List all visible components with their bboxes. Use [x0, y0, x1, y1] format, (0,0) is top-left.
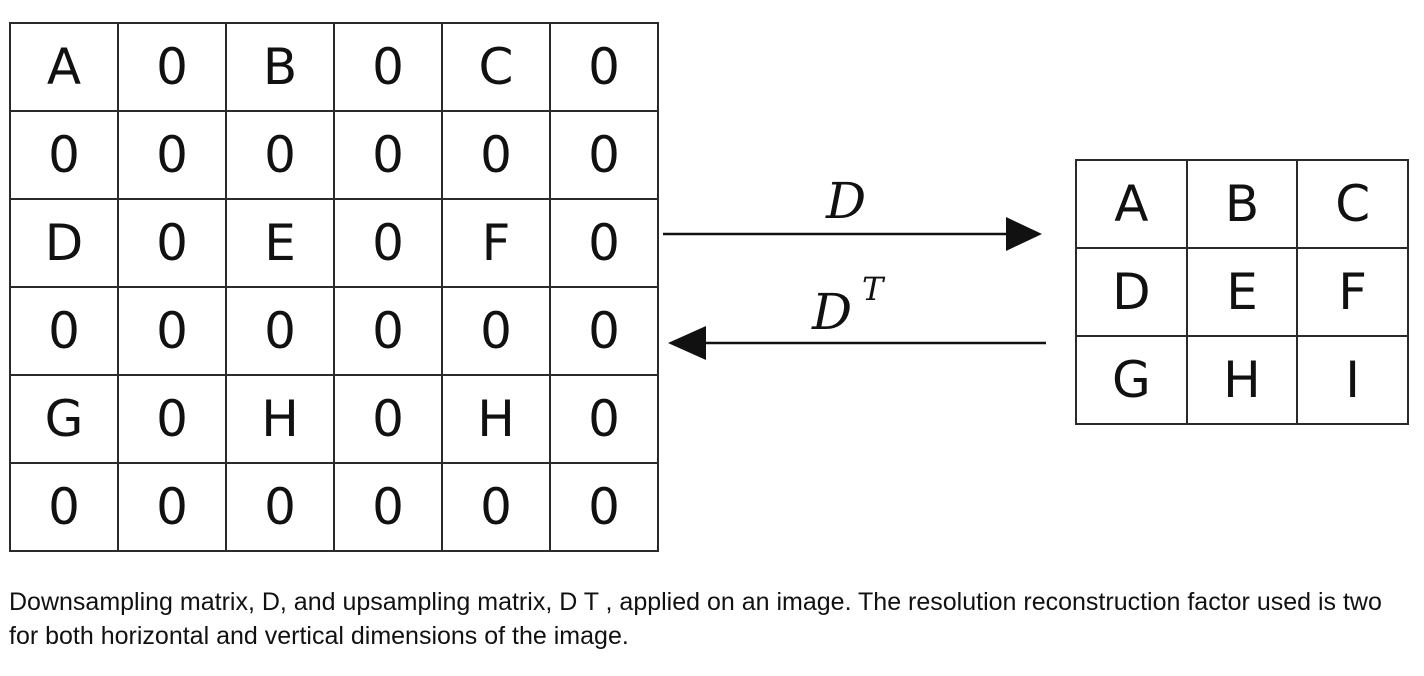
matrix-row: G 0 H 0 H 0 — [9, 374, 659, 464]
matrix-cell: A — [9, 22, 119, 112]
matrix-cell: B — [1185, 159, 1299, 249]
matrix-row: G H I — [1075, 335, 1409, 425]
matrix-cell: G — [1075, 335, 1188, 425]
matrix-cell: 0 — [117, 198, 227, 288]
matrix-cell: 0 — [549, 286, 659, 376]
matrix-cell: 0 — [441, 286, 551, 376]
matrix-cell: 0 — [333, 198, 443, 288]
matrix-row: D 0 E 0 F 0 — [9, 198, 659, 288]
backward-arrow-head — [668, 326, 706, 360]
matrix-cell: D — [9, 198, 119, 288]
matrix-cell: 0 — [549, 198, 659, 288]
matrix-cell: B — [225, 22, 335, 112]
matrix-row: 0 0 0 0 0 0 — [9, 286, 659, 376]
matrix-cell: 0 — [333, 374, 443, 464]
matrix-cell: 0 — [441, 462, 551, 552]
matrix-cell: 0 — [117, 374, 227, 464]
forward-arrow-label: D — [825, 172, 866, 230]
matrix-row: A 0 B 0 C 0 — [9, 22, 659, 112]
backward-arrow-label: D — [811, 283, 852, 341]
figure-caption: Downsampling matrix, D, and upsampling m… — [9, 588, 1382, 650]
backward-arrow-superscript: T — [862, 270, 886, 308]
matrix-cell: 0 — [9, 462, 119, 552]
matrix-cell: 0 — [9, 110, 119, 200]
matrix-cell: 0 — [225, 286, 335, 376]
matrix-cell: H — [225, 374, 335, 464]
matrix-cell: 0 — [333, 110, 443, 200]
matrix-cell: 0 — [333, 286, 443, 376]
matrix-cell: 0 — [117, 22, 227, 112]
matrix-cell: 0 — [441, 110, 551, 200]
matrix-cell: A — [1075, 159, 1188, 249]
matrix-cell: 0 — [225, 110, 335, 200]
matrix-cell: F — [441, 198, 551, 288]
matrix-cell: E — [1185, 247, 1299, 337]
matrix-cell: 0 — [333, 22, 443, 112]
matrix-cell: 0 — [333, 462, 443, 552]
large-matrix: A 0 B 0 C 0 0 0 0 0 0 0 D 0 E 0 F 0 0 0 … — [9, 22, 659, 552]
matrix-cell: 0 — [549, 462, 659, 552]
small-matrix: A B C D E F G H I — [1075, 159, 1409, 425]
matrix-cell: E — [225, 198, 335, 288]
matrix-cell: F — [1296, 247, 1409, 337]
matrix-row: 0 0 0 0 0 0 — [9, 110, 659, 200]
matrix-row: A B C — [1075, 159, 1409, 249]
matrix-cell: 0 — [549, 110, 659, 200]
matrix-cell: 0 — [9, 286, 119, 376]
matrix-cell: 0 — [549, 22, 659, 112]
matrix-cell: 0 — [117, 462, 227, 552]
matrix-row: 0 0 0 0 0 0 — [9, 462, 659, 552]
matrix-cell: 0 — [225, 462, 335, 552]
matrix-cell: I — [1296, 335, 1409, 425]
matrix-cell: H — [441, 374, 551, 464]
matrix-cell: G — [9, 374, 119, 464]
matrix-cell: H — [1185, 335, 1299, 425]
matrix-cell: 0 — [549, 374, 659, 464]
matrix-cell: 0 — [117, 110, 227, 200]
matrix-cell: 0 — [117, 286, 227, 376]
forward-arrow-head — [1006, 217, 1042, 251]
matrix-cell: D — [1075, 247, 1188, 337]
matrix-cell: C — [1296, 159, 1409, 249]
matrix-row: D E F — [1075, 247, 1409, 337]
matrix-cell: C — [441, 22, 551, 112]
